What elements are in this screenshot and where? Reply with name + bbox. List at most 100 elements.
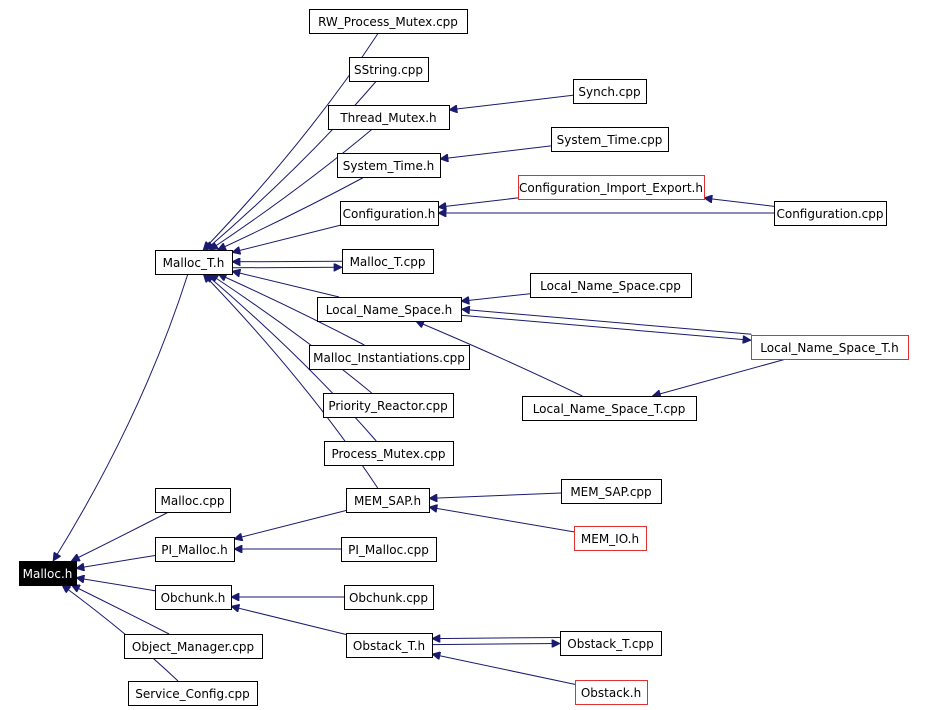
node-malloc-instantiations-cpp[interactable]: Malloc_Instantiations.cpp bbox=[309, 345, 470, 370]
node-label: Configuration.cpp bbox=[776, 207, 883, 221]
node-sstring-cpp[interactable]: SString.cpp bbox=[349, 57, 429, 82]
node-box bbox=[128, 681, 258, 706]
node-box bbox=[575, 680, 648, 705]
node-label: Malloc.h bbox=[23, 567, 73, 581]
node-label: System_Time.h bbox=[343, 159, 435, 173]
node-box bbox=[522, 396, 697, 421]
edge-local_name_space_h-to-local_name_space_t_h bbox=[460, 314, 751, 340]
node-label: Local_Name_Space_T.cpp bbox=[533, 402, 686, 416]
node-label: Obchunk.h bbox=[161, 591, 226, 605]
node-obstack-t-h[interactable]: Obstack_T.h bbox=[346, 633, 433, 658]
node-box bbox=[551, 127, 669, 152]
node-thread-mutex-h[interactable]: Thread_Mutex.h bbox=[328, 105, 450, 130]
node-label: Malloc_T.h bbox=[163, 256, 225, 270]
node-malloc-cpp[interactable]: Malloc.cpp bbox=[155, 488, 231, 513]
node-mem-io-h[interactable]: MEM_IO.h bbox=[574, 526, 647, 551]
node-box bbox=[124, 634, 263, 659]
edge-priority_reactor_cpp-to-malloc_t_h bbox=[210, 274, 372, 394]
node-malloc-h[interactable]: Malloc.h bbox=[19, 561, 77, 586]
edge-thread_mutex_h-to-malloc_t_h bbox=[210, 128, 373, 250]
node-box bbox=[751, 335, 909, 360]
node-obstack-t-cpp[interactable]: Obstack_T.cpp bbox=[560, 631, 662, 656]
node-local-name-space-cpp[interactable]: Local_Name_Space.cpp bbox=[530, 273, 692, 298]
node-priority-reactor-cpp[interactable]: Priority_Reactor.cpp bbox=[323, 393, 454, 418]
node-obchunk-cpp[interactable]: Obchunk.cpp bbox=[344, 585, 434, 610]
node-layer: Malloc.h Malloc_T.hMalloc.cppPI_Malloc.hO… bbox=[19, 9, 909, 706]
node-box bbox=[155, 250, 233, 275]
node-label: Process_Mutex.cpp bbox=[331, 447, 445, 461]
node-box bbox=[309, 345, 470, 370]
edge-layer bbox=[53, 32, 787, 685]
edge-configuration_cpp-to-configuration_import_export_h bbox=[704, 198, 775, 207]
node-label: Thread_Mutex.h bbox=[339, 111, 436, 125]
node-label: Configuration.h bbox=[343, 207, 436, 221]
node-label: Synch.cpp bbox=[578, 85, 640, 99]
edge-obchunk_h-to-malloc_h bbox=[76, 578, 156, 592]
edge-mem_sap_cpp-to-mem_sap_h bbox=[429, 492, 562, 498]
node-label: System_Time.cpp bbox=[557, 133, 663, 147]
edge-service_config_cpp-to-malloc_h bbox=[62, 585, 179, 682]
node-box bbox=[346, 488, 430, 513]
node-label: Local_Name_Space_T.h bbox=[760, 341, 898, 355]
node-box bbox=[573, 79, 647, 104]
edge-object_manager_cpp-to-malloc_h bbox=[71, 584, 170, 635]
edge-mem_io_h-to-mem_sap_h bbox=[429, 507, 575, 533]
node-obchunk-h[interactable]: Obchunk.h bbox=[155, 585, 232, 610]
node-pi-malloc-cpp[interactable]: PI_Malloc.cpp bbox=[341, 537, 437, 562]
edge-obstack_t_h-to-obstack_t_cpp bbox=[431, 643, 560, 644]
node-process-mutex-cpp[interactable]: Process_Mutex.cpp bbox=[324, 441, 454, 466]
node-box bbox=[574, 526, 647, 551]
node-system-time-h[interactable]: System_Time.h bbox=[337, 153, 441, 178]
node-malloc-t-h[interactable]: Malloc_T.h bbox=[155, 250, 233, 275]
node-box bbox=[155, 537, 235, 562]
node-system-time-cpp[interactable]: System_Time.cpp bbox=[551, 127, 669, 152]
node-label: PI_Malloc.cpp bbox=[348, 543, 429, 557]
edge-mem_sap_h-to-pi_malloc_h bbox=[234, 510, 347, 539]
node-label: Local_Name_Space.cpp bbox=[540, 279, 681, 293]
node-pi-malloc-h[interactable]: PI_Malloc.h bbox=[155, 537, 235, 562]
node-configuration-cpp[interactable]: Configuration.cpp bbox=[774, 201, 887, 226]
node-obstack-h[interactable]: Obstack.h bbox=[575, 680, 648, 705]
node-box bbox=[518, 175, 705, 200]
edge-process_mutex_cpp-to-malloc_t_h bbox=[206, 274, 377, 442]
node-box bbox=[155, 585, 232, 610]
node-service-config-cpp[interactable]: Service_Config.cpp bbox=[128, 681, 258, 706]
node-mem-sap-h[interactable]: MEM_SAP.h bbox=[346, 488, 430, 513]
node-local-name-space-h[interactable]: Local_Name_Space.h bbox=[317, 297, 462, 322]
node-box bbox=[19, 561, 77, 586]
edge-obstack_t_h-to-obchunk_h bbox=[231, 606, 347, 635]
node-label: RW_Process_Mutex.cpp bbox=[318, 15, 458, 29]
node-object-manager-cpp[interactable]: Object_Manager.cpp bbox=[124, 634, 263, 659]
edge-pi_malloc_h-to-malloc_h bbox=[76, 554, 156, 568]
node-local-name-space-t-cpp[interactable]: Local_Name_Space_T.cpp bbox=[522, 396, 697, 421]
edge-synch_cpp-to-thread_mutex_h bbox=[449, 94, 574, 110]
edge-malloc_cpp-to-malloc_h bbox=[71, 511, 169, 562]
node-mem-sap-cpp[interactable]: MEM_SAP.cpp bbox=[561, 479, 662, 504]
node-synch-cpp[interactable]: Synch.cpp bbox=[573, 79, 647, 104]
node-label: Obstack_T.h bbox=[353, 639, 425, 653]
node-rw-process-mutex-cpp[interactable]: RW_Process_Mutex.cpp bbox=[309, 9, 468, 34]
node-local-name-space-t-h[interactable]: Local_Name_Space_T.h bbox=[751, 335, 909, 360]
edge-system_time_h-to-malloc_t_h bbox=[218, 176, 365, 250]
node-label: Service_Config.cpp bbox=[135, 687, 250, 701]
node-label: Obstack_T.cpp bbox=[567, 637, 653, 651]
node-label: MEM_SAP.cpp bbox=[570, 485, 651, 499]
edge-malloc_t_h-to-malloc_t_cpp bbox=[232, 267, 342, 268]
node-label: MEM_SAP.h bbox=[354, 494, 421, 508]
node-label: Obchunk.cpp bbox=[349, 591, 428, 605]
edge-malloc_instantiations_cpp-to-malloc_t_h bbox=[218, 274, 365, 346]
edge-local_name_space_cpp-to-local_name_space_h bbox=[461, 293, 531, 301]
node-box bbox=[342, 249, 434, 274]
edge-configuration_h-to-malloc_t_h bbox=[232, 224, 342, 252]
node-configuration-h[interactable]: Configuration.h bbox=[340, 201, 439, 226]
node-configuration-import-export-h[interactable]: Configuration_Import_Export.h bbox=[518, 175, 705, 200]
edge-sstring_cpp-to-malloc_t_h bbox=[206, 80, 377, 250]
node-malloc-t-cpp[interactable]: Malloc_T.cpp bbox=[342, 249, 434, 274]
node-box bbox=[774, 201, 887, 226]
node-label: Malloc_Instantiations.cpp bbox=[313, 351, 465, 365]
edge-malloc_t_cpp-to-malloc_t_h bbox=[232, 261, 343, 262]
edge-local_name_space_h-to-malloc_t_h bbox=[232, 271, 340, 298]
node-label: PI_Malloc.h bbox=[161, 543, 228, 557]
node-label: Obstack.h bbox=[581, 686, 641, 700]
edge-local_name_space_t_h-to-local_name_space_t_cpp bbox=[652, 358, 787, 396]
